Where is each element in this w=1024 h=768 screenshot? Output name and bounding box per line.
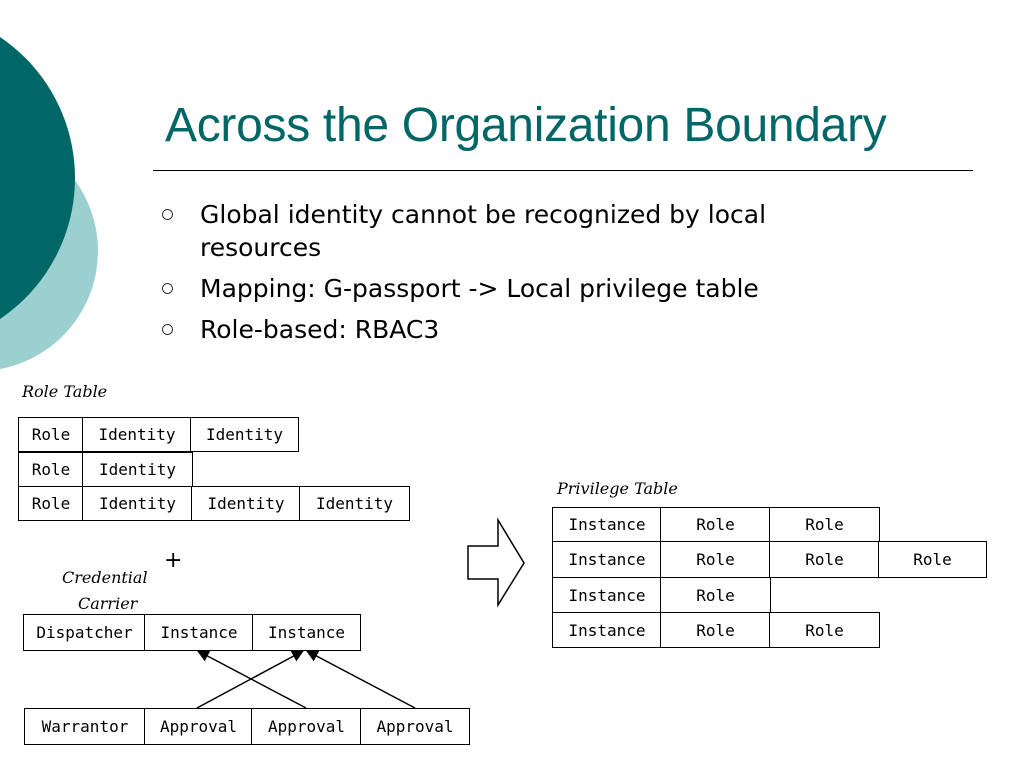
carrier-cell: Instance [252, 614, 361, 651]
role-table-cell: Identity [82, 486, 193, 521]
privilege-table-cell: Role [660, 577, 771, 613]
privilege-table-cell: Instance [552, 541, 662, 578]
role-table-cell: Identity [191, 486, 301, 521]
carrier-cell: Approval [360, 708, 470, 745]
bullet-list: Global identity cannot be recognized by … [160, 198, 880, 354]
privilege-table-cell: Role [769, 507, 880, 542]
privilege-table-cell: Instance [552, 577, 662, 613]
role-table-cell: Identity [299, 486, 410, 521]
privilege-table-cell: Role [660, 541, 771, 578]
approval-to-instance-arrow [196, 650, 305, 709]
approval-to-instance-arrow [196, 650, 307, 709]
privilege-table-cell: Instance [552, 612, 662, 648]
role-table-cell: Identity [190, 417, 299, 452]
dark-teal-circle [0, 37, 75, 319]
privilege-table-cell: Instance [552, 507, 662, 542]
approval-to-instance-arrow [305, 650, 416, 709]
bullet-circle-icon [162, 283, 173, 294]
role-table-cell: Identity [82, 417, 192, 452]
bullet-item: Global identity cannot be recognized by … [160, 198, 880, 264]
carrier-cell: Approval [251, 708, 362, 745]
slide-title: Across the Organization Boundary [165, 99, 887, 152]
carrier-cell: Approval [144, 708, 253, 745]
bullet-item: Role-based: RBAC3 [160, 313, 880, 346]
role-table-cell: Role [18, 452, 84, 487]
privilege-table-cell: Role [769, 612, 880, 648]
privilege-table-cell: Role [769, 541, 880, 578]
role-table-label: Role Table [22, 382, 108, 401]
privilege-table-label: Privilege Table [557, 479, 678, 498]
bullet-item: Mapping: G-passport -> Local privilege t… [160, 272, 880, 305]
bullet-circle-icon [162, 209, 173, 220]
decorative-circles [0, 37, 98, 369]
bullet-text: Role-based: RBAC3 [200, 315, 440, 344]
mapping-block-arrow-icon [467, 517, 525, 608]
title-divider [153, 170, 973, 171]
bullet-text: Global identity cannot be recognized by … [200, 200, 767, 262]
role-table-cell: Role [18, 486, 84, 521]
privilege-table-cell: Role [878, 541, 987, 578]
privilege-table-cell: Role [660, 507, 771, 542]
credential-carrier-label-line1: Credential [62, 568, 148, 587]
credential-carrier-label-line2: Carrier [78, 594, 138, 613]
plus-sign: + [164, 548, 183, 573]
carrier-cell: Warrantor [24, 708, 146, 745]
bullet-text: Mapping: G-passport -> Local privilege t… [200, 274, 759, 303]
bullet-circle-icon [162, 324, 173, 335]
role-table-cell: Role [18, 417, 84, 452]
carrier-cell: Dispatcher [23, 614, 146, 651]
carrier-cell: Instance [144, 614, 254, 651]
privilege-table-cell: Role [660, 612, 771, 648]
